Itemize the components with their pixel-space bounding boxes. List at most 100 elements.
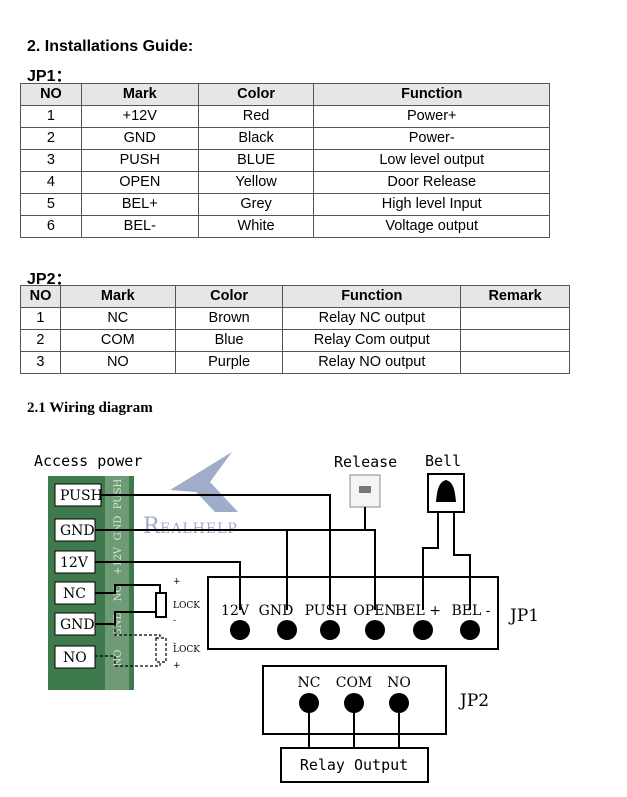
terminal-label: GND xyxy=(60,523,95,539)
board-label: GND xyxy=(113,612,124,637)
gnd-wire xyxy=(95,529,376,610)
jp2-terminal-label: NO xyxy=(387,675,411,691)
minus-sign: - xyxy=(173,616,176,626)
table-cell: Relay Com output xyxy=(282,329,462,352)
lock-label: LOCK xyxy=(173,601,200,611)
jp1-title: JP1： xyxy=(27,68,72,85)
jp2-terminals xyxy=(299,693,409,713)
table-cell: Relay NC output xyxy=(282,307,462,330)
table-cell: 5 xyxy=(20,193,82,216)
table-cell: 1 xyxy=(20,105,82,128)
alt-lock-wires xyxy=(95,624,161,667)
jp2-title: JP2： xyxy=(27,271,72,288)
terminal-label: GND xyxy=(60,617,95,633)
board-label: NC xyxy=(113,584,124,601)
board-label: +12V xyxy=(113,546,124,575)
terminal-dot xyxy=(277,620,297,640)
table-cell: NC xyxy=(59,307,176,330)
table-cell: 1 xyxy=(20,307,61,330)
lock-nc-wire xyxy=(95,584,161,595)
column-header: Mark xyxy=(59,285,176,308)
table-cell: Blue xyxy=(174,329,284,352)
release-label: Release xyxy=(334,453,397,471)
bell-icon xyxy=(436,480,456,502)
table-cell: BLUE xyxy=(197,149,315,172)
table-cell: GND xyxy=(80,127,199,150)
jp2-terminal-label: COM xyxy=(336,675,373,691)
plus-sign: + xyxy=(173,577,181,587)
lock-labels: + LOCK - - LOCK + xyxy=(173,577,200,671)
board-label: PUSH xyxy=(113,478,124,509)
terminal-dot xyxy=(299,693,319,713)
terminal-label: NC xyxy=(63,586,86,602)
table-cell xyxy=(460,351,570,374)
table-cell: Power- xyxy=(313,127,550,150)
terminal-dot xyxy=(365,620,385,640)
terminal-label: PUSH xyxy=(60,488,103,504)
table-cell: White xyxy=(197,215,315,238)
table-cell: 3 xyxy=(20,351,61,374)
table-cell xyxy=(460,307,570,330)
table-cell: 4 xyxy=(20,171,82,194)
table-cell: 3 xyxy=(20,149,82,172)
access-power-label: Access power xyxy=(34,452,142,470)
board-silkscreen: PUSH GND +12V NC GND NO xyxy=(113,478,124,666)
relay-output-label: Relay Output xyxy=(300,756,408,774)
terminal-strip xyxy=(105,476,129,690)
table-cell: OPEN xyxy=(80,171,199,194)
terminal-dot xyxy=(413,620,433,640)
jp1-label: JP1 xyxy=(508,606,539,626)
table-cell: Low level output xyxy=(313,149,550,172)
watermark-letter: R xyxy=(143,514,161,539)
table-cell: Grey xyxy=(197,193,315,216)
key-icon xyxy=(359,486,371,493)
table-cell: 6 xyxy=(20,215,82,238)
lock-label: LOCK xyxy=(173,645,200,655)
table-cell: BEL- xyxy=(80,215,199,238)
table-cell: +12V xyxy=(80,105,199,128)
jp1-terminal-label: OPEN xyxy=(353,603,396,619)
terminal-label: NO xyxy=(63,650,87,666)
watermark-logo-icon xyxy=(170,452,238,512)
column-header: Function xyxy=(282,285,462,308)
table-cell: Black xyxy=(197,127,315,150)
table-cell: Door Release xyxy=(313,171,550,194)
plus-sign: + xyxy=(173,661,181,671)
jp1-terminal-label: BEL - xyxy=(452,603,491,619)
power-wire xyxy=(95,561,241,610)
column-header: NO xyxy=(20,285,61,308)
table-header-row: NO Mark Color Function xyxy=(20,83,550,106)
lock-nc-resistor xyxy=(155,592,167,618)
jp2-label: JP2 xyxy=(458,691,489,711)
table-cell: Purple xyxy=(174,351,284,374)
jp1-terminals xyxy=(230,620,480,640)
table-cell: Red xyxy=(197,105,315,128)
column-header: Color xyxy=(174,285,284,308)
jp2-terminal-label: NC xyxy=(298,675,321,691)
table-cell: Relay NO output xyxy=(282,351,462,374)
jp1-terminal-labels: 12V GND PUSH OPEN BEL + BEL - xyxy=(221,603,491,619)
terminal-dot xyxy=(389,693,409,713)
column-header: Remark xyxy=(460,285,570,308)
bell-label: Bell xyxy=(425,452,461,470)
table-cell: BEL+ xyxy=(80,193,199,216)
board-label: GND xyxy=(113,516,124,541)
jp1-terminal-label: GND xyxy=(259,603,294,619)
table-cell: 2 xyxy=(20,127,82,150)
table-cell: 2 xyxy=(20,329,61,352)
jp1-block xyxy=(207,576,499,650)
push-wire xyxy=(101,494,331,610)
table-cell: COM xyxy=(59,329,176,352)
wiring-title: 2.1 Wiring diagram xyxy=(27,400,153,416)
terminal-label: 12V xyxy=(60,555,89,571)
table-cell: PUSH xyxy=(80,149,199,172)
minus-sign: - xyxy=(173,639,176,649)
bell-minus-wire xyxy=(453,512,471,610)
